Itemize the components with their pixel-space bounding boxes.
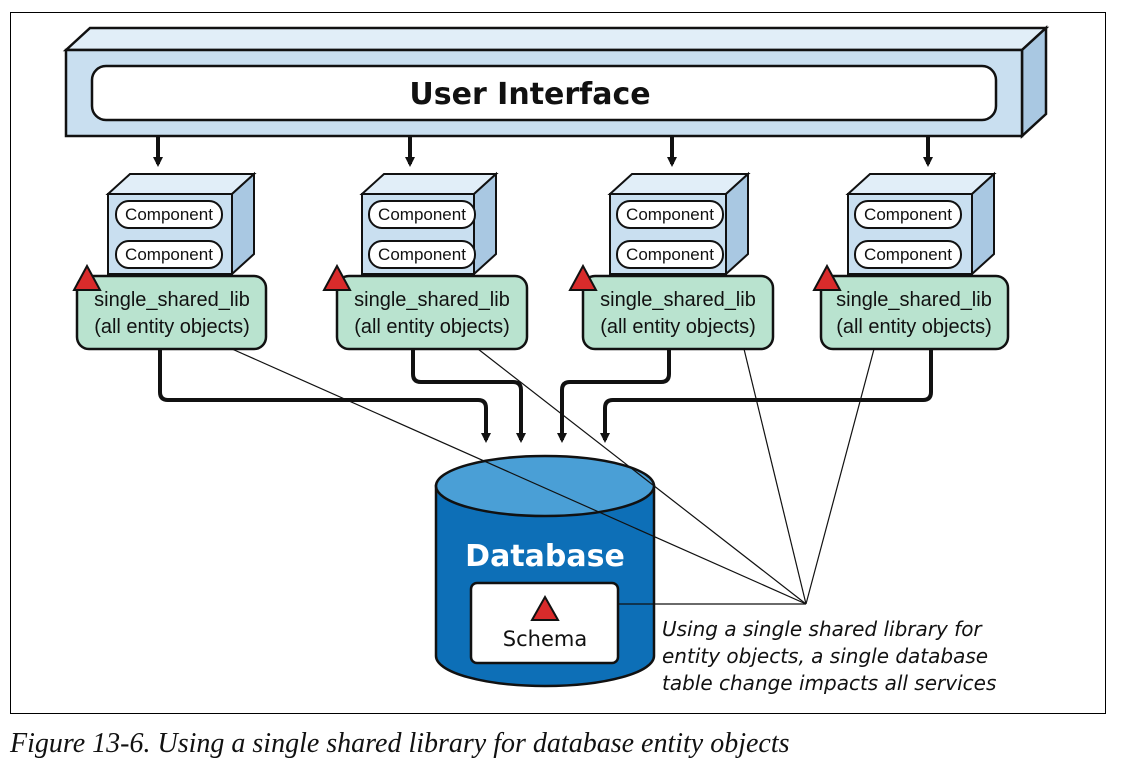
component-label: Component [125, 245, 213, 264]
ui-to-service-arrows [153, 137, 933, 167]
leader-line-service-3 [743, 348, 807, 605]
service-2: Component Component single_shared_lib (a… [322, 171, 529, 351]
warning-triangle-icon [812, 263, 842, 291]
warning-triangle-icon [568, 263, 598, 291]
leader-line-service-1 [231, 348, 807, 605]
component-pill [368, 200, 476, 229]
annotation-note: Using a single shared library for entity… [662, 617, 996, 695]
component-pill [616, 200, 724, 229]
warning-triangle-icon [72, 263, 102, 291]
service-1: Component Component single_shared_lib (a… [72, 171, 268, 351]
component-pill [616, 240, 724, 269]
connector-service-2 [411, 349, 526, 443]
component-pill [115, 200, 223, 229]
component-label: Component [864, 245, 952, 264]
library-to-database-connectors [158, 349, 933, 443]
annotation-line-3: table change impacts all services [662, 671, 996, 695]
service-4: Component Component single_shared_lib (a… [812, 171, 1010, 351]
schema-box [469, 581, 620, 665]
component-pill [115, 240, 223, 269]
component-pill [854, 200, 962, 229]
database-label: Database [465, 539, 625, 574]
shared-library-description: (all entity objects) [600, 316, 756, 338]
shared-library-name: single_shared_lib [600, 289, 756, 311]
shared-library-description: (all entity objects) [354, 316, 510, 338]
ui-bar-top-face [62, 26, 1050, 52]
shared-library-box [75, 274, 268, 351]
service-box-top [845, 173, 997, 195]
component-pill [854, 240, 962, 269]
leader-line-service-4 [805, 348, 875, 605]
component-label: Component [378, 205, 466, 224]
database-top [434, 454, 656, 518]
shared-library-box [581, 274, 775, 351]
component-label: Component [864, 205, 952, 224]
warning-triangle-icon [530, 594, 560, 621]
component-pill [368, 240, 476, 269]
leader-line-service-2 [477, 348, 807, 605]
schema-label: Schema [503, 627, 587, 651]
warning-triangle-icon [322, 263, 352, 291]
figure-caption: Figure 13-6. Using a single shared libra… [10, 728, 790, 759]
shared-library-box [335, 274, 529, 351]
connector-service-4 [600, 349, 933, 443]
user-interface-layer: User Interface [62, 25, 1050, 139]
component-label: Component [125, 205, 213, 224]
figure-frame [10, 12, 1106, 714]
shared-library-name: single_shared_lib [354, 289, 510, 311]
component-label: Component [626, 205, 714, 224]
connector-service-3 [557, 349, 671, 443]
ui-label-box [90, 64, 998, 122]
shared-library-box [819, 274, 1010, 351]
shared-library-name: single_shared_lib [836, 289, 992, 311]
shared-library-description: (all entity objects) [94, 316, 250, 338]
service-box-top [607, 173, 751, 195]
ui-title: User Interface [409, 77, 650, 112]
database: Database Schema [434, 454, 656, 688]
service-3: Component Component single_shared_lib (a… [568, 171, 775, 351]
connector-service-1 [158, 349, 491, 443]
annotation-line-1: Using a single shared library for [662, 617, 983, 641]
annotation-line-2: entity objects, a single database [662, 644, 988, 668]
service-box-top [105, 173, 257, 195]
annotation-leader-lines [231, 348, 875, 605]
component-label: Component [626, 245, 714, 264]
component-label: Component [378, 245, 466, 264]
shared-library-description: (all entity objects) [836, 316, 992, 338]
shared-library-name: single_shared_lib [94, 289, 250, 311]
